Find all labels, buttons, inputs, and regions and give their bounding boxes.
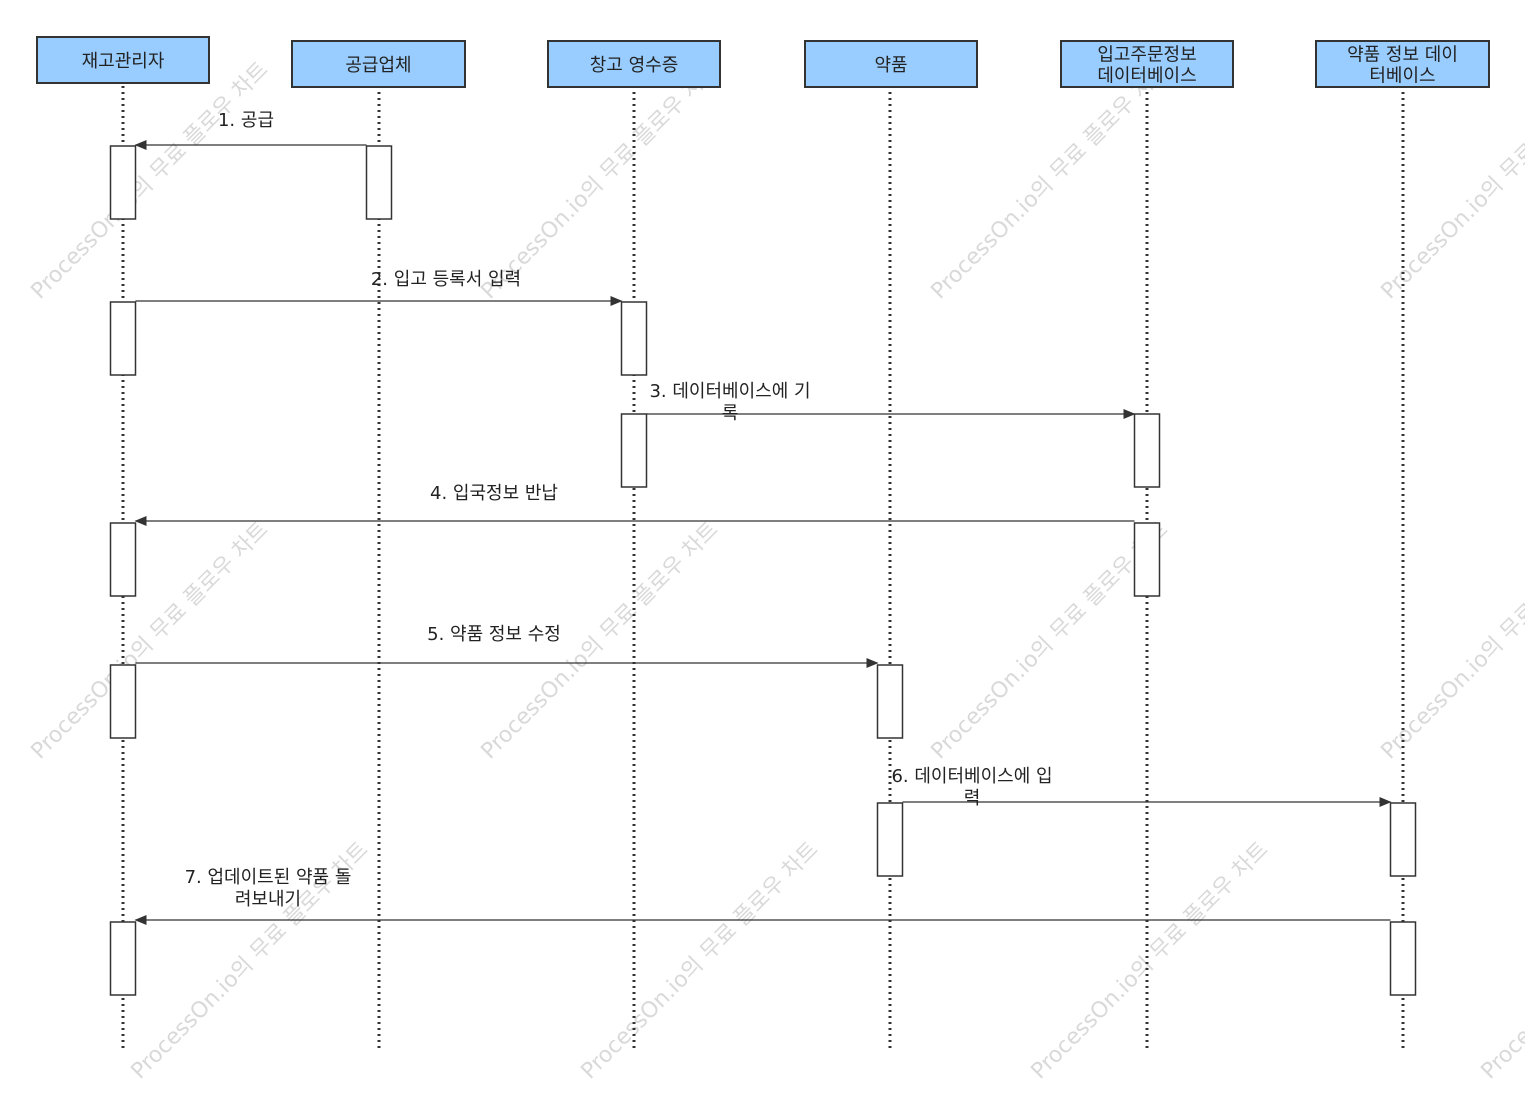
participant-label: 약품 정보 데이: [1347, 45, 1458, 66]
watermark-text: ProcessOn.io의 무료 플로우 차트: [1477, 837, 1525, 1084]
message-label: 려보내기: [235, 889, 301, 910]
activation-bar: [876, 802, 904, 877]
participant-label: 약품: [874, 55, 907, 76]
activation-bar: [109, 301, 137, 376]
messages: 1. 공급 2. 입고 등록서 입력 3. 데이터베이스에 기록 4. 입국정보 반납…: [134, 110, 1392, 925]
activation-bar: [620, 301, 648, 376]
activation-bar: [1133, 413, 1161, 488]
watermark-text: ProcessOn.io의 무료 플로우 차트: [27, 517, 274, 764]
message-label: 1. 공급: [218, 110, 274, 131]
participant-label: 공급업체: [345, 55, 411, 76]
activation-bar: [620, 413, 648, 488]
activation-bar: [109, 522, 137, 597]
activation-bar: [109, 921, 137, 996]
participant-box: [547, 40, 721, 88]
message-6: 6. 데이터베이스에 입력: [891, 766, 1392, 809]
message-label: 2. 입고 등록서 입력: [371, 269, 521, 290]
activation-bar: [1389, 921, 1417, 996]
participant-label: 입고주문정보: [1097, 45, 1196, 66]
participant-label: 재고관리자: [82, 51, 165, 72]
message-label: 록: [722, 403, 739, 424]
watermark-layer: ProcessOn.io의 무료 플로우 차트 ProcessOn.io의 무료 …: [27, 57, 1525, 1084]
activation-bars: [109, 145, 1417, 996]
participant-p1: 재고관리자: [36, 36, 210, 84]
watermark-text: ProcessOn.io의 무료 플로우 차트: [577, 837, 824, 1084]
participant-box: [804, 40, 978, 88]
activation-bar: [365, 145, 393, 220]
activation-bar: [109, 145, 137, 220]
participant-p3: 창고 영수증: [547, 40, 721, 88]
watermark-text: ProcessOn.io의 무료 플로우 차트: [1377, 517, 1525, 764]
participant-p2: 공급업체: [291, 40, 466, 88]
participant-box: [1060, 40, 1234, 88]
participant-box: [291, 40, 466, 88]
activation-bar: [109, 664, 137, 739]
message-label: 7. 업데이트된 약품 돌: [185, 867, 352, 888]
message-3: 3. 데이터베이스에 기록: [646, 381, 1136, 424]
participant-box: [36, 36, 210, 84]
message-label: 6. 데이터베이스에 입: [891, 766, 1052, 787]
participant-p4: 약품: [804, 40, 978, 88]
message-label: 4. 입국정보 반납: [430, 483, 558, 504]
message-5: 5. 약품 정보 수정: [135, 624, 879, 668]
message-label: 5. 약품 정보 수정: [427, 624, 561, 645]
watermark-text: ProcessOn.io의 무료 플로우 차트: [1377, 57, 1525, 304]
message-label: 3. 데이터베이스에 기: [649, 381, 810, 402]
participant-p6: 약품 정보 데이터베이스: [1315, 40, 1490, 88]
participant-box: [1315, 40, 1490, 88]
activation-bar: [1133, 522, 1161, 597]
activation-bar: [1389, 802, 1417, 877]
watermark-text: ProcessOn.io의 무료 플로우 차트: [1027, 837, 1274, 1084]
watermark-text: ProcessOn.io의 무료 플로우 차트: [477, 57, 724, 304]
message-label: 력: [964, 788, 981, 809]
message-2: 2. 입고 등록서 입력: [135, 269, 623, 306]
lifelines: [121, 86, 1405, 1052]
activation-bar: [876, 664, 904, 739]
participant-label: 데이터베이스: [1097, 66, 1196, 87]
participant-label: 창고 영수증: [590, 55, 679, 76]
watermark-text: ProcessOn.io의 무료 플로우 차트: [27, 57, 274, 304]
message-1: 1. 공급: [134, 110, 367, 150]
participant-label: 터베이스: [1369, 66, 1435, 87]
watermark-text: ProcessOn.io의 무료 플로우 차트: [927, 57, 1174, 304]
message-4: 4. 입국정보 반납: [134, 483, 1135, 526]
